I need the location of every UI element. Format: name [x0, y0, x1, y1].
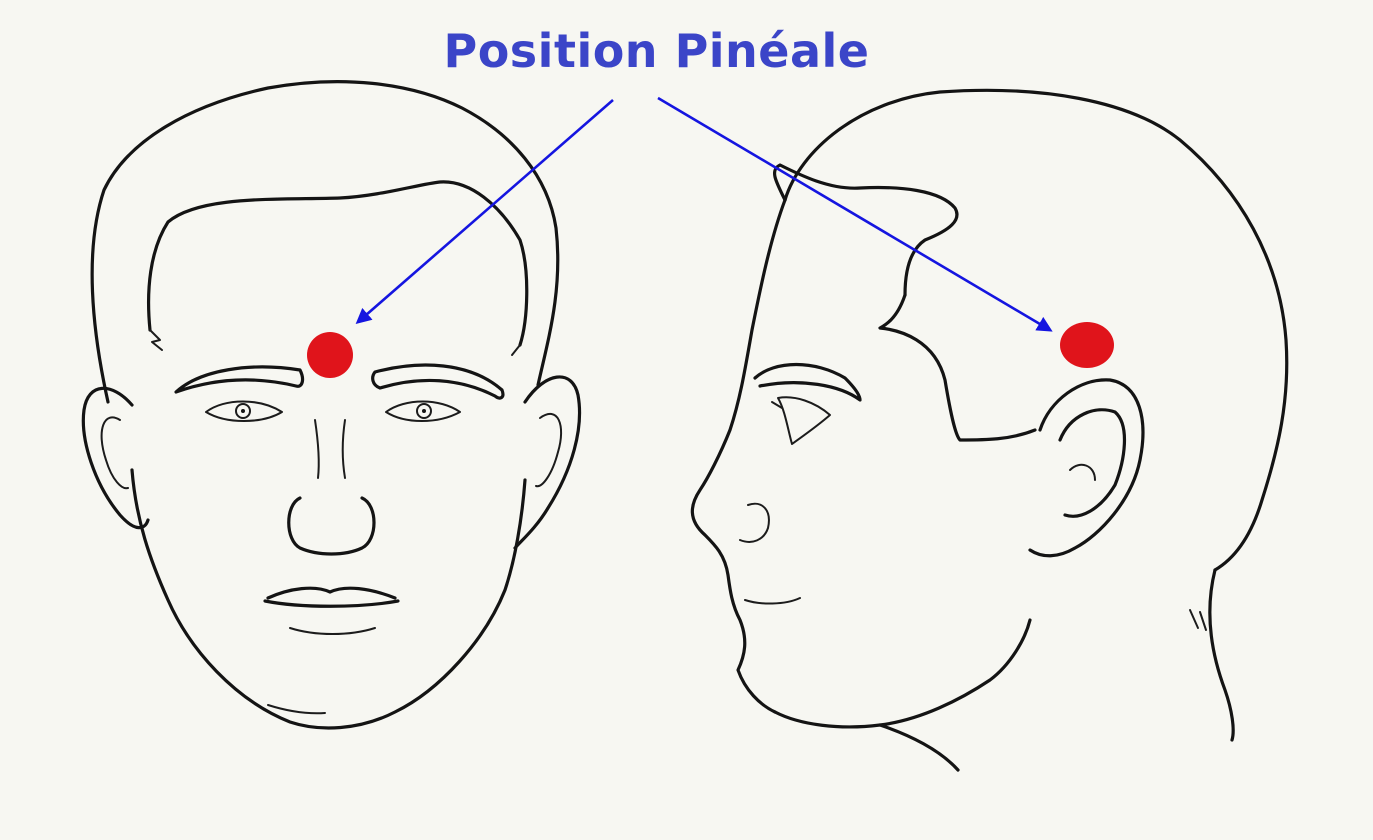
profile-neck-front [880, 725, 958, 770]
front-temple-tuft-right [512, 345, 520, 355]
front-ear-right [515, 377, 580, 548]
front-nose-bridge-left [315, 420, 319, 478]
profile-nostril [740, 504, 769, 542]
arrow-to-profile-marker [658, 98, 1050, 330]
front-face-contour [132, 470, 525, 728]
profile-hair-outline [785, 90, 1287, 570]
profile-eye [778, 397, 830, 444]
front-view-head [83, 82, 579, 728]
front-lower-lip [290, 628, 375, 634]
front-upper-lip [268, 588, 395, 598]
front-mouth-line [265, 601, 398, 606]
profile-ear-inner [1060, 410, 1124, 516]
front-eyebrow-left [176, 367, 303, 392]
profile-ear [1030, 380, 1143, 556]
profile-view-head [692, 90, 1286, 770]
front-ear-left-inner [102, 417, 128, 488]
profile-eyebrow [755, 365, 860, 401]
pineal-position-profile [1060, 322, 1114, 368]
profile-hairline [880, 295, 1035, 440]
front-temple-tuft-left [150, 330, 162, 350]
front-nose [289, 498, 374, 554]
front-pupil-left [241, 409, 245, 413]
arrow-to-front-marker [358, 100, 613, 322]
profile-neck-back [1210, 570, 1233, 740]
front-ear-right-inner [536, 414, 561, 486]
pineal-position-front [307, 332, 353, 378]
front-pupil-right [422, 409, 426, 413]
front-chin-line [268, 705, 325, 713]
pointer-arrows [358, 98, 1050, 330]
profile-face-outline [692, 200, 785, 712]
profile-mouth [745, 598, 800, 604]
profile-nape-texture [1190, 610, 1206, 630]
front-eyebrow-right [373, 365, 503, 398]
profile-jaw [775, 620, 1030, 727]
front-nose-bridge-right [343, 420, 345, 478]
profile-ear-canal [1070, 465, 1095, 480]
front-hairline [149, 182, 527, 345]
